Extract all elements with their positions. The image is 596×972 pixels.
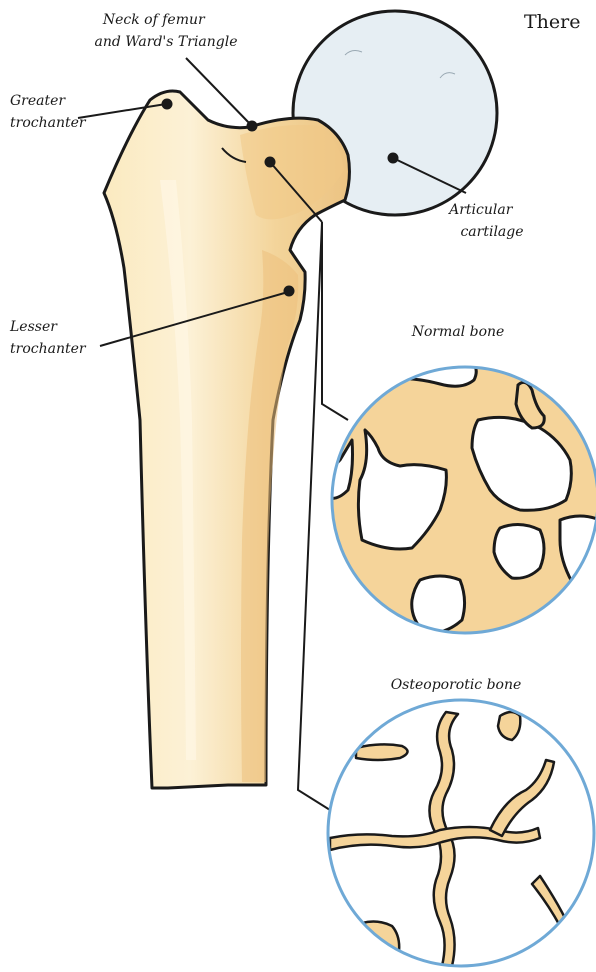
osteoporotic-bone-circle	[328, 700, 596, 968]
greater-trochanter-leader-dot	[162, 99, 173, 110]
normal-bone-label: Normal bone	[411, 324, 505, 340]
articular-cartilage-label: Articular cartilage	[447, 202, 523, 240]
greater-trochanter-label: Greater trochanter	[10, 93, 87, 131]
articular-cartilage-label-line-1: Articular	[447, 202, 514, 218]
articular-cartilage-label-line-2: cartilage	[460, 224, 523, 240]
wards-leader-dot	[265, 157, 276, 168]
neck-label-line-2: and Ward's Triangle	[94, 34, 237, 50]
lesser-trochanter-label: Lesser trochanter	[9, 319, 87, 357]
lesser-trochanter-label-line-1: Lesser	[9, 319, 58, 335]
articular-cartilage-leader-dot	[388, 153, 399, 164]
neck-label-line-1: Neck of femur	[102, 12, 206, 28]
greater-trochanter-label-line-1: Greater	[10, 93, 66, 109]
normal-bone-circle	[330, 360, 596, 640]
greater-trochanter-label-line-2: trochanter	[10, 115, 87, 131]
neck-label: Neck of femur and Ward's Triangle	[94, 12, 237, 50]
lesser-trochanter-leader-dot	[284, 286, 295, 297]
lesser-trochanter-label-line-2: trochanter	[10, 341, 87, 357]
osteoporotic-bone-label: Osteoporotic bone	[391, 677, 522, 693]
neck-leader-dot	[247, 121, 258, 132]
osteoporotic-trabecula-fragment-top	[498, 712, 520, 740]
header-text: There	[524, 11, 580, 33]
osteoporotic-trabecula-fragment-left	[356, 744, 408, 760]
